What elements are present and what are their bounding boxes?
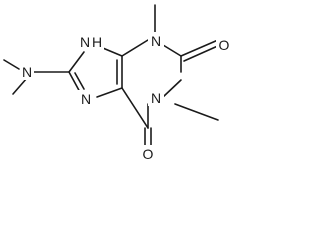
bond-n3-c2 — [162, 44, 182, 57]
bond-c6-c5 — [121, 87, 149, 129]
atom-n-dimethylamino: N — [22, 64, 32, 80]
bond-c5-n7 — [96, 87, 123, 98]
bond-c2-o2-b — [183, 44, 221, 62]
bond-n7-c8-inner — [74, 72, 85, 90]
bond-c4-n3 — [121, 39, 149, 57]
atom-labels: N N H N N N O O — [20, 32, 232, 162]
molecule-structure: N N H N N N O O — [3, 4, 232, 162]
atom-n1: N — [151, 90, 161, 106]
bond-methyl-lower-n — [12, 77, 28, 95]
bond-n1-c2-link — [162, 79, 182, 98]
bonds — [3, 4, 221, 149]
atom-n9-hydrogen: H — [92, 34, 102, 50]
atom-n7: N — [81, 91, 91, 107]
atom-n9: N — [80, 34, 90, 50]
atom-o6: O — [143, 146, 154, 162]
bond-n1-methyl — [174, 103, 219, 121]
bond-methyl-upper-n — [3, 59, 20, 70]
atom-o2: O — [219, 37, 230, 53]
bond-c8-n9 — [68, 51, 85, 73]
bond-c2-o2-a — [180, 39, 219, 57]
atom-n3: N — [151, 33, 161, 49]
